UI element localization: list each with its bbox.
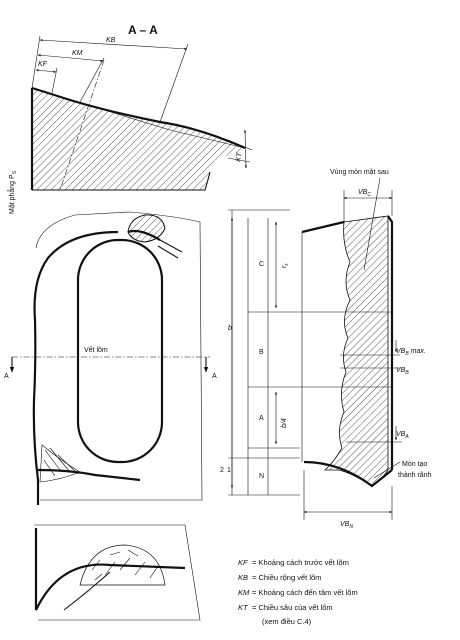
legend-text-kf: = Khoảng cách trước vết lõm [252, 558, 349, 567]
dim-two-label: 2 [220, 467, 224, 474]
ext-line-left [31, 35, 41, 89]
notch-leader [373, 461, 401, 479]
chip-tail [157, 239, 183, 259]
legend-note: (xem điều C.4) [262, 617, 312, 626]
detail-chip [63, 571, 111, 611]
vba-label: VBA [396, 431, 409, 440]
section-mark-left: A [4, 373, 9, 380]
section-title: A – A [128, 23, 158, 37]
plane-label: Mặt phẳng PS [7, 170, 18, 214]
nose-edge [37, 468, 141, 482]
km-dimension [37, 54, 104, 62]
zone-c-label: C [259, 261, 264, 268]
km-label: KM [72, 50, 83, 57]
kt-ext-top [227, 139, 253, 151]
legend-key-kt: KT [238, 603, 249, 612]
vbb-label: VBB [396, 367, 409, 376]
kt-dimension [243, 129, 248, 169]
zone-a-label: A [259, 415, 264, 422]
cutting-edge-outer [32, 230, 119, 505]
vbn-label: VBN [340, 521, 353, 530]
legend-text-kt: = Chiều sâu của vết lõm [252, 603, 333, 612]
ext-line-km [79, 57, 105, 103]
kb-label: KB [106, 37, 116, 44]
notch-label-1: Mòn tạo [402, 461, 427, 468]
flank-right-edge [387, 215, 394, 470]
crater-chord [31, 87, 246, 149]
dim-re-label: rε [281, 263, 290, 268]
flank-zone-leader [363, 177, 381, 271]
notch-label-2: thành rãnh [398, 472, 432, 479]
dim-one-label: 1 [227, 467, 231, 474]
detail-outline [34, 524, 201, 621]
chip-blob [127, 214, 166, 243]
detail-crater-speckle [91, 549, 159, 581]
kf-label: KF [38, 61, 48, 68]
legend-text-kb: = Chiều rộng vết lõm [252, 573, 321, 582]
legend-text-km: = Khoảng cách đến tâm vết lõm [252, 588, 358, 597]
zone-b-label: B [259, 349, 264, 356]
flank-nose-edge [303, 460, 393, 488]
legend-key-km: KM [238, 588, 250, 597]
kf-dimension [35, 69, 57, 73]
dim-b-label: b [228, 325, 232, 332]
vbb-max-label: VBB max. [396, 348, 426, 357]
flank-top-edge [301, 220, 345, 234]
kb-dimension [39, 38, 188, 51]
dim-b4-label: b/4 [281, 418, 288, 428]
section-mark-right: A [212, 373, 217, 380]
nose-wear-scratches [43, 447, 79, 477]
legend-key-kf: KF [238, 558, 248, 567]
flank-zone-label: Vùng mòn mặt sau [330, 169, 389, 176]
kt-label: KT [235, 152, 244, 163]
legend-key-kb: KB [238, 573, 248, 582]
nose-wear-area [39, 444, 81, 483]
section-bottom-edge [32, 171, 211, 191]
crater-outline [76, 238, 164, 464]
detail-edge [34, 528, 186, 611]
vbc-label: VBC [358, 189, 371, 198]
detail-crater [79, 544, 166, 586]
ext-line-kb [159, 43, 189, 123]
insert-outline [35, 211, 203, 501]
section-hatch [32, 88, 245, 190]
zone-n-label: N [259, 473, 264, 480]
crater-label: Vết lõm [84, 345, 108, 354]
flank-wear-land [323, 215, 389, 487]
legend: KF = Khoảng cách trước vết lõm KB = Chiề… [238, 558, 358, 626]
